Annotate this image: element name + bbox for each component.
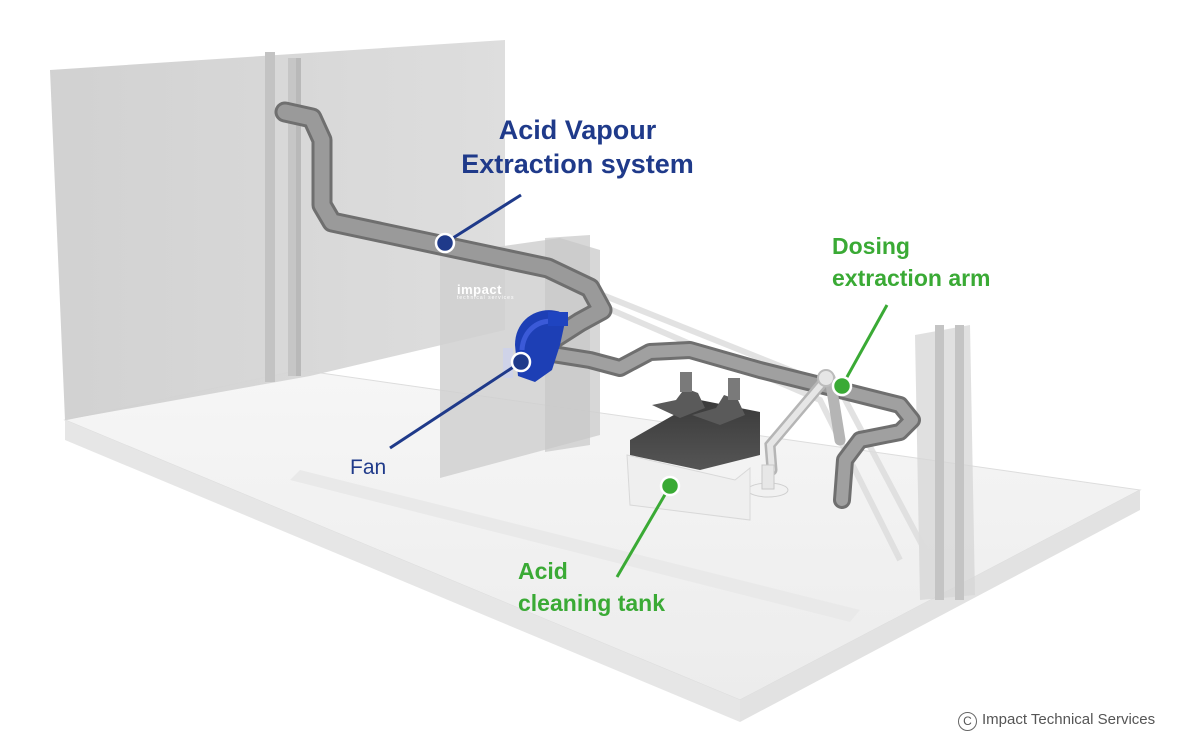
right-post: [915, 325, 975, 600]
label-tank-line1: Acid: [518, 558, 568, 584]
brand-name: impact: [457, 282, 502, 297]
leader-dosing: [840, 304, 889, 387]
copyright-notice: C Impact Technical Services: [958, 711, 1155, 731]
brand-logo: impact technical services: [457, 282, 514, 301]
marker-fan: [510, 351, 532, 373]
label-dosing-line2: extraction arm: [832, 265, 991, 291]
copyright-text: Impact Technical Services: [982, 711, 1156, 728]
label-dosing-line1: Dosing: [832, 233, 910, 259]
leader-acid-vapour: [444, 193, 522, 245]
label-acid-vapour-line1: Acid Vapour: [498, 115, 657, 145]
label-acid-vapour-line2: Extraction system: [461, 149, 694, 179]
leader-tank: [615, 485, 672, 578]
label-dosing: Dosing extraction arm: [832, 230, 991, 294]
label-tank: Acid cleaning tank: [518, 555, 665, 619]
label-fan: Fan: [350, 456, 387, 479]
marker-dosing: [831, 375, 853, 397]
callout-markers: [434, 232, 853, 497]
dosing-extraction-arm: [747, 369, 846, 498]
marker-acid-vapour: [434, 232, 456, 254]
label-acid-vapour: Acid Vapour Extraction system: [455, 113, 700, 181]
acid-cleaning-tank: [626, 372, 760, 521]
brand-tagline: technical services: [457, 295, 515, 301]
floor-slab: [63, 369, 1142, 722]
leader-fan: [389, 360, 522, 450]
copyright-icon: C: [958, 712, 977, 731]
callout-leaders: [389, 193, 889, 578]
marker-tank: [659, 475, 681, 497]
label-tank-line2: cleaning tank: [518, 590, 665, 616]
back-wall: [50, 40, 505, 420]
